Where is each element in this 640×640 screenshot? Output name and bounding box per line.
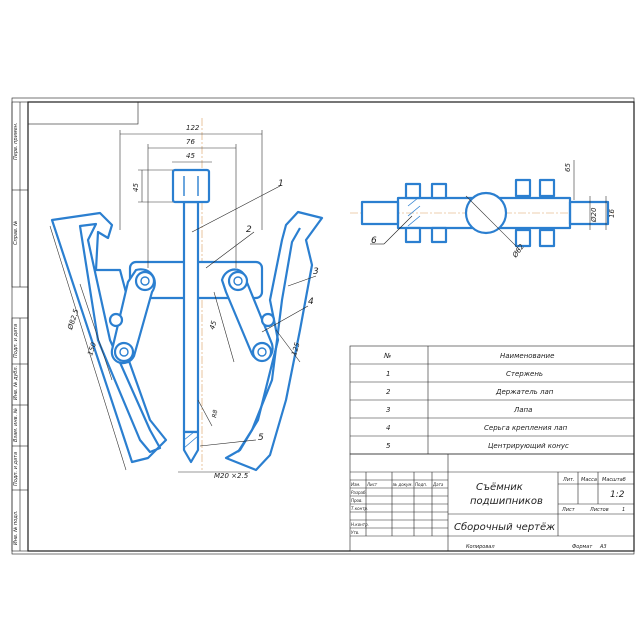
- title-role-label: Пров.: [351, 498, 363, 503]
- dim-45-nut: 45: [132, 183, 140, 192]
- part-number-5: 5: [258, 433, 264, 443]
- parts-table: № Наименование 1 Стержень 2 Держатель ла…: [349, 345, 635, 455]
- part-number-1: 1: [278, 179, 284, 189]
- title-block: Изм. Лист № докум. Подп. Дата Разраб. Пр…: [349, 453, 635, 552]
- sheet-label: Лист: [561, 507, 576, 513]
- part-leaders: [191, 185, 317, 447]
- table-row-number: 2: [386, 388, 391, 396]
- dim-leg-length: Ø82,5: [66, 308, 81, 332]
- sheets-label: Листов: [589, 507, 609, 513]
- sheets-value: 1: [622, 507, 625, 513]
- table-row-name: Лапа: [513, 406, 532, 414]
- lit-label: Лит.: [562, 477, 575, 483]
- dim-65-top: 65: [564, 163, 572, 172]
- part-number-4: 4: [308, 297, 314, 307]
- product-name-line1: Съёмник: [476, 482, 523, 493]
- title-row-label: Лист: [366, 482, 378, 487]
- side-stamp: Перв. примен. Справ. № Подп. и дата Инв.…: [11, 101, 29, 552]
- dimension-lines: [49, 130, 301, 473]
- screw-rod: [182, 200, 200, 434]
- table-row-number: 5: [386, 442, 391, 450]
- product-name-line2: подшипников: [470, 496, 543, 507]
- format-value: А3: [599, 544, 607, 550]
- side-stamp-label: Инв. № подл.: [13, 511, 19, 546]
- table-row-name: Стержень: [506, 370, 543, 378]
- scale-label: Масштаб: [602, 477, 626, 483]
- front-view: 122 76 45 45 Ø82,5 150 45 125 M20 ×2.5 R…: [49, 118, 324, 480]
- right-leg-inner: [237, 227, 301, 453]
- top-left-leg: [360, 200, 400, 226]
- side-stamp-label: Подп. и дата: [13, 324, 19, 358]
- copied-label: Копировал: [466, 544, 495, 550]
- dim-125: 125: [290, 341, 302, 357]
- rod-nut: [171, 168, 211, 204]
- dim-r8: R8: [211, 409, 219, 418]
- dim-45-link: 45: [208, 319, 218, 330]
- table-header-name: Наименование: [500, 352, 554, 360]
- title-role-label: Разраб.: [351, 490, 367, 495]
- table-row-number: 4: [386, 424, 390, 432]
- title-row-label: Изм.: [351, 482, 360, 487]
- top-view: 65 Ø20 16 Ø62 6: [350, 160, 616, 260]
- dim-m20: M20 ×2.5: [214, 472, 249, 480]
- side-stamp-label: Справ. №: [13, 221, 19, 245]
- table-row-name: Держатель лап: [495, 388, 554, 396]
- side-stamp-label: Взам. инв. №: [13, 408, 19, 442]
- table-header-number: №: [383, 352, 391, 360]
- dim-122: 122: [186, 124, 200, 132]
- title-role-label: Утв.: [351, 530, 359, 535]
- top-holder: [396, 196, 572, 230]
- part-number-6: 6: [371, 236, 377, 246]
- side-stamp-label: Подп. и дата: [13, 452, 19, 486]
- top-left-stamp: [27, 101, 139, 125]
- dim-76: 76: [186, 138, 195, 146]
- dim-20-top: Ø20: [590, 207, 598, 223]
- table-row-number: 3: [386, 406, 390, 414]
- document-type: Сборочный чертёж: [454, 521, 555, 533]
- dim-45-top: 45: [186, 152, 195, 160]
- table-row-name: Серьга крепления лап: [484, 424, 568, 432]
- format-label: Формат: [572, 544, 593, 550]
- title-row-label: № докум.: [392, 482, 413, 487]
- top-rod-circle: [464, 191, 508, 235]
- mass-label: Масса: [581, 477, 597, 483]
- right-leg-outer: [224, 210, 324, 472]
- title-row-label: Подп.: [415, 482, 427, 487]
- left-leg-inner: [78, 222, 162, 454]
- table-row-name: Центрирующий конус: [488, 442, 569, 450]
- dim-16-top: 16: [608, 209, 616, 218]
- part-number-3: 3: [313, 267, 319, 277]
- side-stamp-label: Перв. примен.: [13, 122, 19, 160]
- pin-bolts: [108, 270, 276, 363]
- scale-value: 1:2: [610, 490, 625, 500]
- part-number-2: 2: [246, 225, 252, 235]
- dim-150: 150: [86, 341, 98, 357]
- side-stamp-label: Инв. № дубл.: [13, 366, 19, 400]
- title-row-label: Дата: [432, 482, 444, 487]
- top-right-leg: [568, 200, 610, 226]
- centering-cone: [182, 430, 200, 464]
- title-role-label: Т.контр.: [351, 506, 368, 511]
- top-bolts: [404, 178, 556, 248]
- table-row-number: 1: [386, 370, 390, 378]
- title-role-label: Н.контр.: [351, 522, 369, 527]
